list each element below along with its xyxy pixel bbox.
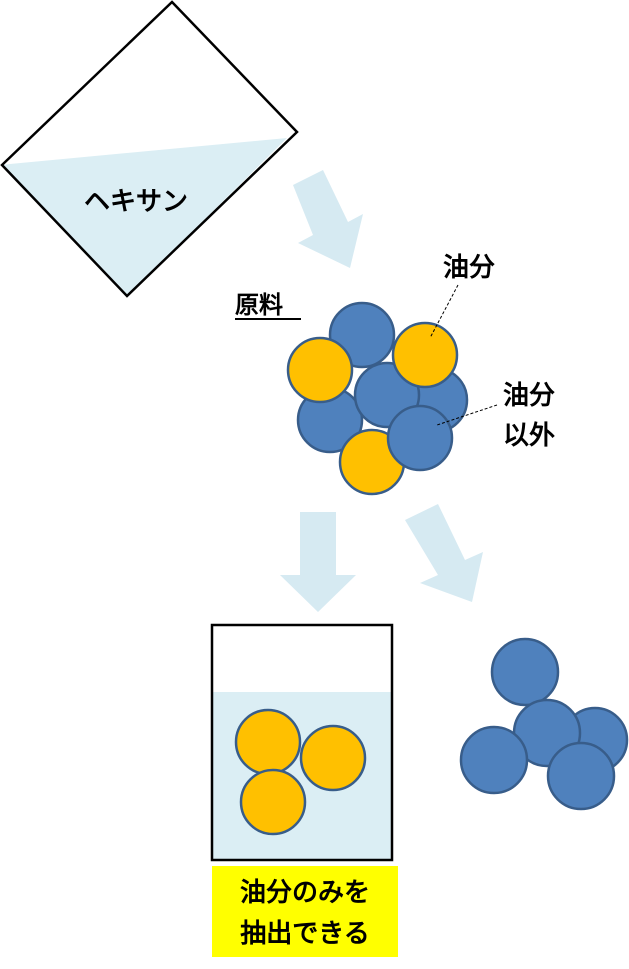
hexane-bottle: ヘキサン <box>0 0 299 298</box>
oil-particle <box>299 724 367 792</box>
non-oil-particle <box>459 725 529 795</box>
arrow-pour <box>293 170 363 268</box>
non-oil-label-line2: 以外 <box>503 421 555 451</box>
residue-cluster <box>459 637 629 811</box>
raw-material-label: 原料 <box>235 291 283 319</box>
result-highlight-box <box>212 866 398 957</box>
beaker <box>210 623 394 862</box>
oil-particle <box>234 708 302 776</box>
oil-particle <box>239 768 307 836</box>
result-line2: 抽出できる <box>240 919 369 949</box>
raw-material-cluster <box>286 301 469 496</box>
non-oil-leader-line <box>436 404 498 426</box>
non-oil-label-line1: 油分 <box>503 381 555 411</box>
non-oil-particle <box>546 741 616 811</box>
oil-particle <box>286 336 354 404</box>
arrow-down-residue <box>405 504 483 602</box>
non-oil-particle <box>386 404 454 472</box>
hexane-label: ヘキサン <box>84 187 188 217</box>
result-line1: 油分のみを <box>240 878 370 908</box>
oil-particle <box>391 321 459 389</box>
non-oil-particle <box>490 637 560 707</box>
oil-label: 油分 <box>443 253 495 283</box>
arrow-down-extract <box>280 512 356 612</box>
